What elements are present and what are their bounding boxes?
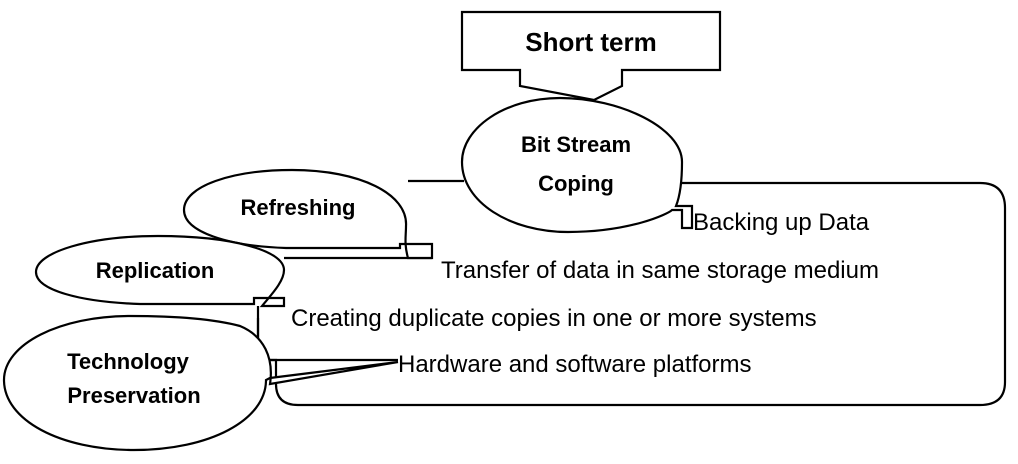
creating-text: Creating duplicate copies in one or more… [291, 305, 817, 332]
refreshing-label: Refreshing [241, 195, 356, 220]
replication-label: Replication [96, 258, 215, 283]
technology-callout [2, 314, 399, 452]
bitstream-label-line1: Bit Stream [521, 132, 631, 157]
technology-label-line1: Technology [67, 349, 190, 374]
connector-frame [256, 181, 1007, 407]
transfer-text: Transfer of data in same storage medium [441, 257, 879, 284]
bitstream-callout [460, 96, 694, 234]
backing-up-text: Backing up Data [693, 209, 870, 236]
hardware-text: Hardware and software platforms [398, 351, 751, 378]
bitstream-label-line2: Coping [538, 171, 614, 196]
replication-callout [34, 234, 286, 308]
short-term-label: Short term [525, 27, 656, 57]
refreshing-callout [182, 168, 434, 260]
technology-label-line2: Preservation [67, 383, 200, 408]
short-term-callout [460, 10, 722, 102]
